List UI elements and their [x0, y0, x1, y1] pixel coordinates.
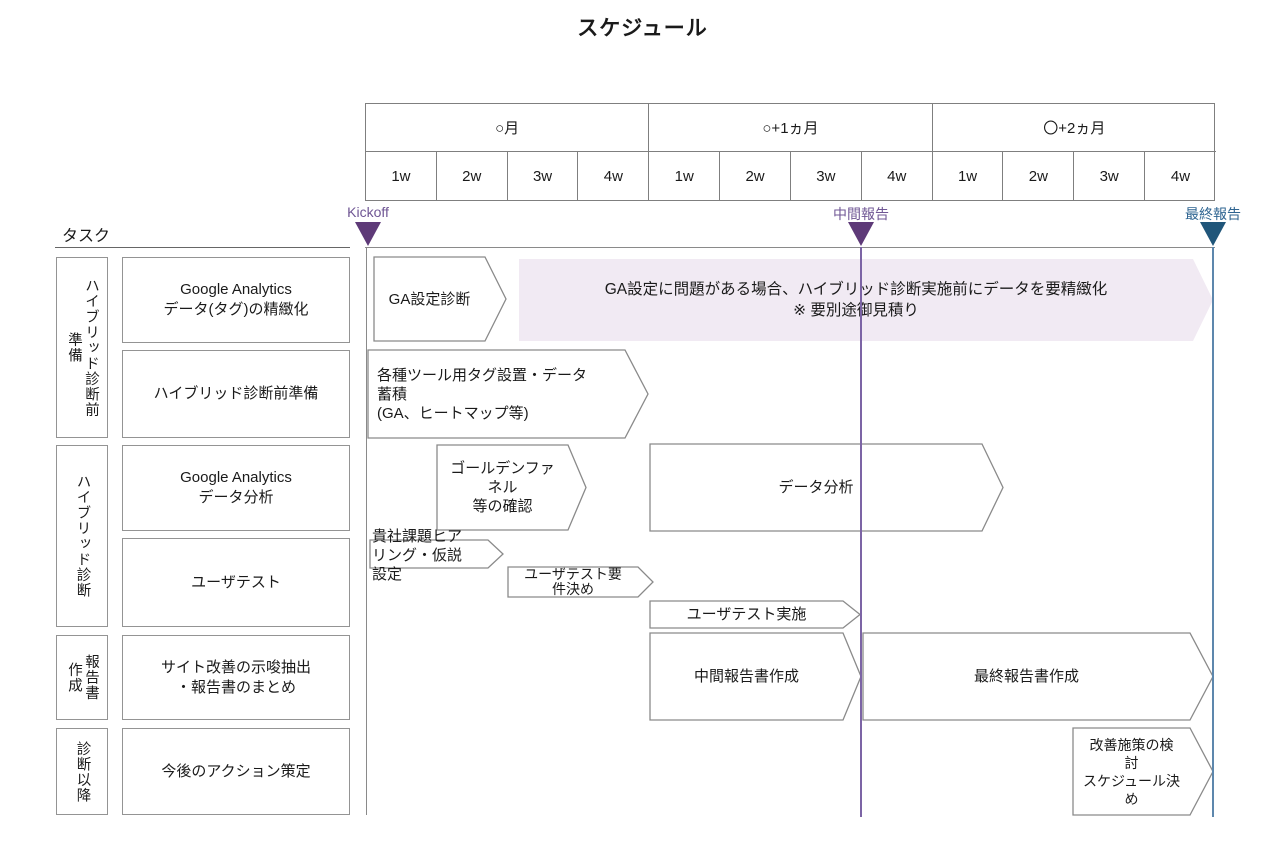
gantt-bar-shape-hearing-hypothesis [369, 539, 504, 569]
week-cell-m1-4w: 4w [578, 152, 650, 201]
gantt-bar-shape-golden-funnel-check [436, 444, 587, 531]
chart-top-border [365, 247, 1215, 248]
gantt-bar-final-report-writing: 最終報告書作成 [862, 632, 1214, 721]
month-cell-1: ○月 [366, 104, 650, 152]
gantt-bar-label-improvement-planning: 改善施策の検 討 スケジュール決 め [1082, 736, 1181, 807]
gantt-bar-golden-funnel-check: ゴールデンファ ネル 等の確認 [436, 444, 587, 531]
tasks-underline [55, 247, 350, 248]
week-cell-m2-4w: 4w [862, 152, 933, 201]
milestone-label-kickoff: Kickoff [347, 204, 389, 220]
week-cell-m3-2w: 2w [1003, 152, 1075, 201]
gantt-bar-label-golden-funnel-check: ゴールデンファ ネル 等の確認 [450, 460, 555, 515]
week-cell-m1-2w: 2w [437, 152, 508, 201]
gantt-bar-label-ga-setup-check: GA設定診断 [388, 290, 471, 308]
gantt-bar-improvement-planning: 改善施策の検 討 スケジュール決 め [1072, 727, 1214, 816]
gantt-bar-shape-user-test-requirements [507, 566, 654, 598]
task-group-post-diagnosis: 診断以降 [56, 728, 108, 815]
milestone-label-final-report: 最終報告 [1185, 206, 1241, 222]
task-group-label-report-writing: 報告書 作成 [66, 654, 99, 701]
week-cell-m2-2w: 2w [720, 152, 791, 201]
milestone-triangle-icon [1200, 222, 1226, 246]
task-group-label-post-diagnosis: 診断以降 [74, 740, 91, 803]
week-cell-m1-1w: 1w [366, 152, 437, 201]
gantt-bar-shape-tool-tag-setup [367, 349, 649, 439]
gantt-bar-interim-report-writing: 中間報告書作成 [649, 632, 862, 721]
gantt-bar-shape-user-test-execution [649, 600, 862, 629]
gantt-bar-tool-tag-setup: 各種ツール用タグ設置・データ 蓄積 (GA、ヒートマップ等) [367, 349, 649, 439]
gantt-bar-hearing-hypothesis [369, 539, 504, 569]
milestone-marker-interim-report [847, 221, 875, 252]
week-cell-m2-3w: 3w [791, 152, 862, 201]
task-row-future-actions: 今後のアクション策定 [122, 728, 350, 815]
gantt-bar-label-user-test-requirements: ユーザテスト要 件決め [524, 566, 622, 597]
gantt-bar-shape-improvement-planning [1072, 727, 1214, 816]
week-cell-m1-3w: 3w [508, 152, 579, 201]
month-cell-3: 〇+2ヵ月 [932, 104, 1216, 152]
task-group-report-writing: 報告書 作成 [56, 635, 108, 720]
gantt-bar-user-test-execution: ユーザテスト実施 [649, 600, 862, 629]
gantt-bar-label-user-test-execution: ユーザテスト実施 [686, 606, 807, 623]
gantt-bar-ga-caveat: GA設定に問題がある場合、ハイブリッド診断実施前にデータを要精緻化 ※ 要別途御… [518, 258, 1214, 342]
gantt-bar-label-hearing-hypothesis: 貴社課題ヒア リング・仮説 設定 [372, 528, 463, 583]
task-group-hybrid-diagnosis: ハイブリッド診断 [56, 445, 108, 627]
tasks-column-title: タスク [62, 228, 111, 245]
chart-left-border [366, 248, 367, 815]
gantt-bar-label-tool-tag-setup: 各種ツール用タグ設置・データ 蓄積 (GA、ヒートマップ等) [377, 366, 588, 422]
task-row-report-summary: サイト改善の示唆抽出 ・報告書のまとめ [122, 635, 350, 720]
task-row-ga-tag-refinement: Google Analytics データ(タグ)の精緻化 [122, 257, 350, 343]
gantt-bar-label-data-analysis: データ分析 [778, 479, 854, 496]
gantt-bar-user-test-requirements: ユーザテスト要 件決め [507, 566, 654, 598]
gantt-bar-label-ga-caveat: GA設定に問題がある場合、ハイブリッド診断実施前にデータを要精緻化 ※ 要別途御… [604, 281, 1108, 319]
task-group-label-hybrid-diagnosis: ハイブリッド診断 [74, 474, 91, 598]
milestone-line-interim-report [860, 247, 862, 817]
milestone-triangle-icon [848, 222, 874, 246]
task-row-user-test: ユーザテスト [122, 538, 350, 627]
milestone-line-final-report [1212, 247, 1214, 817]
gantt-bar-shape-ga-setup-check [373, 256, 507, 342]
gantt-bar-ga-setup-check: GA設定診断 [373, 256, 507, 342]
milestone-triangle-icon [355, 222, 381, 246]
task-group-pre-diagnosis-prep: ハイブリッド診断前 準備 [56, 257, 108, 438]
milestone-marker-kickoff [354, 221, 382, 252]
milestone-marker-final-report [1199, 221, 1227, 252]
gantt-bar-shape-interim-report-writing [649, 632, 862, 721]
gantt-bar-shape-data-analysis [649, 443, 1004, 532]
week-cell-m3-3w: 3w [1074, 152, 1146, 201]
milestone-label-interim-report: 中間報告 [833, 206, 889, 222]
page-title: スケジュール [577, 17, 708, 40]
task-group-label-pre-diagnosis-prep: ハイブリッド診断前 準備 [66, 277, 99, 418]
week-cell-m3-4w: 4w [1170, 168, 1191, 185]
week-cell-m3-1w: 1w [933, 152, 1004, 201]
week-cell-m2-1w: 1w [649, 152, 721, 201]
task-row-pre-diagnosis-preparation: ハイブリッド診断前準備 [122, 350, 350, 438]
month-cell-2: ○+1ヵ月 [649, 104, 933, 152]
gantt-bar-data-analysis: データ分析 [649, 443, 1004, 532]
gantt-bar-shape-ga-caveat [519, 259, 1213, 341]
gantt-bar-label-final-report-writing: 最終報告書作成 [973, 668, 1079, 685]
gantt-bar-shape-final-report-writing [862, 632, 1214, 721]
gantt-bar-label-interim-report-writing: 中間報告書作成 [693, 668, 799, 685]
task-row-ga-data-analysis: Google Analytics データ分析 [122, 445, 350, 531]
